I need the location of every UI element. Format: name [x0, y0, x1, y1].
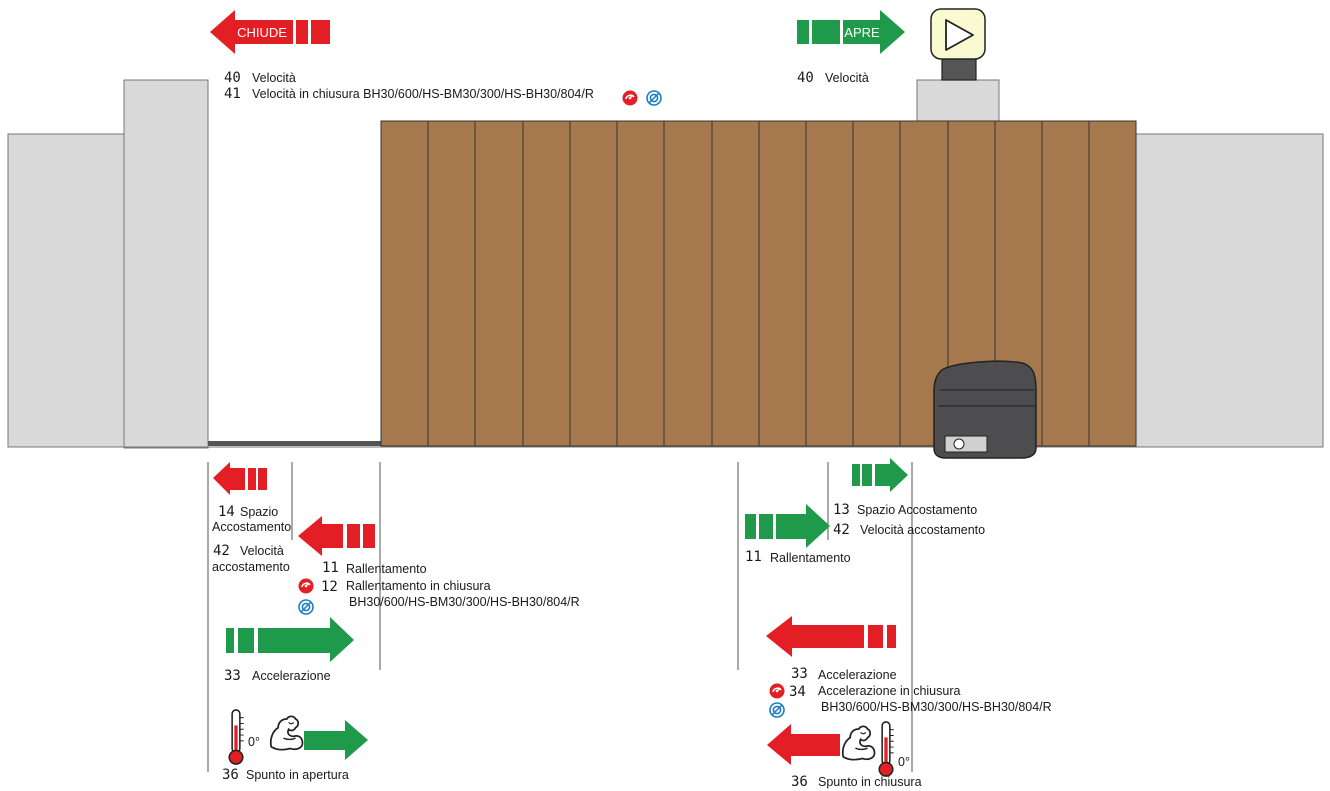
arrow-apre: APRE — [797, 10, 905, 54]
degree-label: 0° — [248, 735, 260, 749]
arrow-spazio-left — [213, 462, 267, 495]
param-34-label: Accelerazione in chiusura — [818, 684, 960, 698]
arrow-spunto-chiusura — [767, 724, 840, 765]
arrow-accelerazione-left — [226, 617, 354, 662]
param-33-right-label: Accelerazione — [818, 668, 897, 682]
param-33-label: Accelerazione — [252, 669, 331, 683]
flashing-lamp-icon — [930, 8, 986, 81]
param-40-number: 40 — [224, 70, 241, 86]
param-11-label: Rallentamento — [346, 562, 427, 576]
arrow-chiude: CHIUDE — [210, 10, 330, 54]
param-36-label: Spunto in apertura — [246, 768, 349, 782]
right-wall — [1132, 133, 1324, 448]
param-33-right-number: 33 — [791, 666, 808, 682]
left-wall — [7, 133, 126, 448]
arrow-spazio-right — [852, 458, 908, 492]
param-42-right-number: 42 — [833, 522, 850, 538]
param-12-label: Rallentamento in chiusura — [346, 579, 491, 593]
param-40-label: Velocità — [252, 71, 296, 85]
no-encoder-icon — [646, 90, 662, 106]
param-13-number: 13 — [833, 502, 850, 518]
param-42-label-2: accostamento — [212, 560, 290, 574]
param-36-number: 36 — [222, 767, 239, 783]
param-40-right-label: Velocità — [825, 71, 869, 85]
muscle-icon — [841, 725, 876, 761]
arrow-apre-label: APRE — [844, 25, 880, 40]
no-encoder-icon — [298, 599, 314, 615]
param-41-number: 41 — [224, 86, 241, 102]
param-14-label: Spazio — [240, 505, 278, 519]
degree-label-right: 0° — [898, 755, 910, 769]
arrow-spunto-apertura — [304, 720, 368, 760]
param-36-right-number: 36 — [791, 774, 808, 790]
param-14-label-2: Accostamento — [212, 520, 291, 534]
arrow-rallentamento-right — [745, 504, 830, 548]
speed-gauge-icon — [769, 683, 785, 699]
param-42-right-label: Velocità accostamento — [860, 523, 985, 537]
param-42-label: Velocità — [240, 544, 284, 558]
arrow-chiude-label: CHIUDE — [237, 25, 287, 40]
param-12-models: BH30/600/HS-BM30/300/HS-BH30/804/R — [349, 595, 580, 609]
muscle-icon — [269, 715, 304, 751]
thermometer-icon — [878, 721, 895, 777]
param-14-number: 14 — [218, 504, 235, 520]
arrow-accelerazione-right — [766, 616, 896, 657]
param-42-number: 42 — [213, 543, 230, 559]
param-40-right-number: 40 — [797, 70, 814, 86]
gate-motor — [933, 360, 1037, 459]
param-33-number: 33 — [224, 668, 241, 684]
param-34-models: BH30/600/HS-BM30/300/HS-BH30/804/R — [821, 700, 1052, 714]
arrow-rallentamento-left — [298, 516, 375, 556]
speed-gauge-icon — [298, 578, 314, 594]
param-36-right-label: Spunto in chiusura — [818, 775, 922, 789]
param-13-label: Spazio Accostamento — [857, 503, 977, 517]
param-41-label: Velocità in chiusura BH30/600/HS-BM30/30… — [252, 87, 594, 101]
thermometer-icon — [228, 709, 245, 765]
param-12-number: 12 — [321, 579, 338, 595]
lamp-post — [916, 79, 1000, 123]
param-34-number: 34 — [789, 684, 806, 700]
param-11-right-label: Rallentamento — [770, 551, 851, 565]
guide-rail — [208, 441, 384, 446]
param-11-number: 11 — [322, 560, 339, 576]
left-pillar — [123, 79, 209, 449]
no-encoder-icon — [769, 702, 785, 718]
speed-gauge-icon — [622, 90, 638, 106]
param-11-right-number: 11 — [745, 549, 762, 565]
